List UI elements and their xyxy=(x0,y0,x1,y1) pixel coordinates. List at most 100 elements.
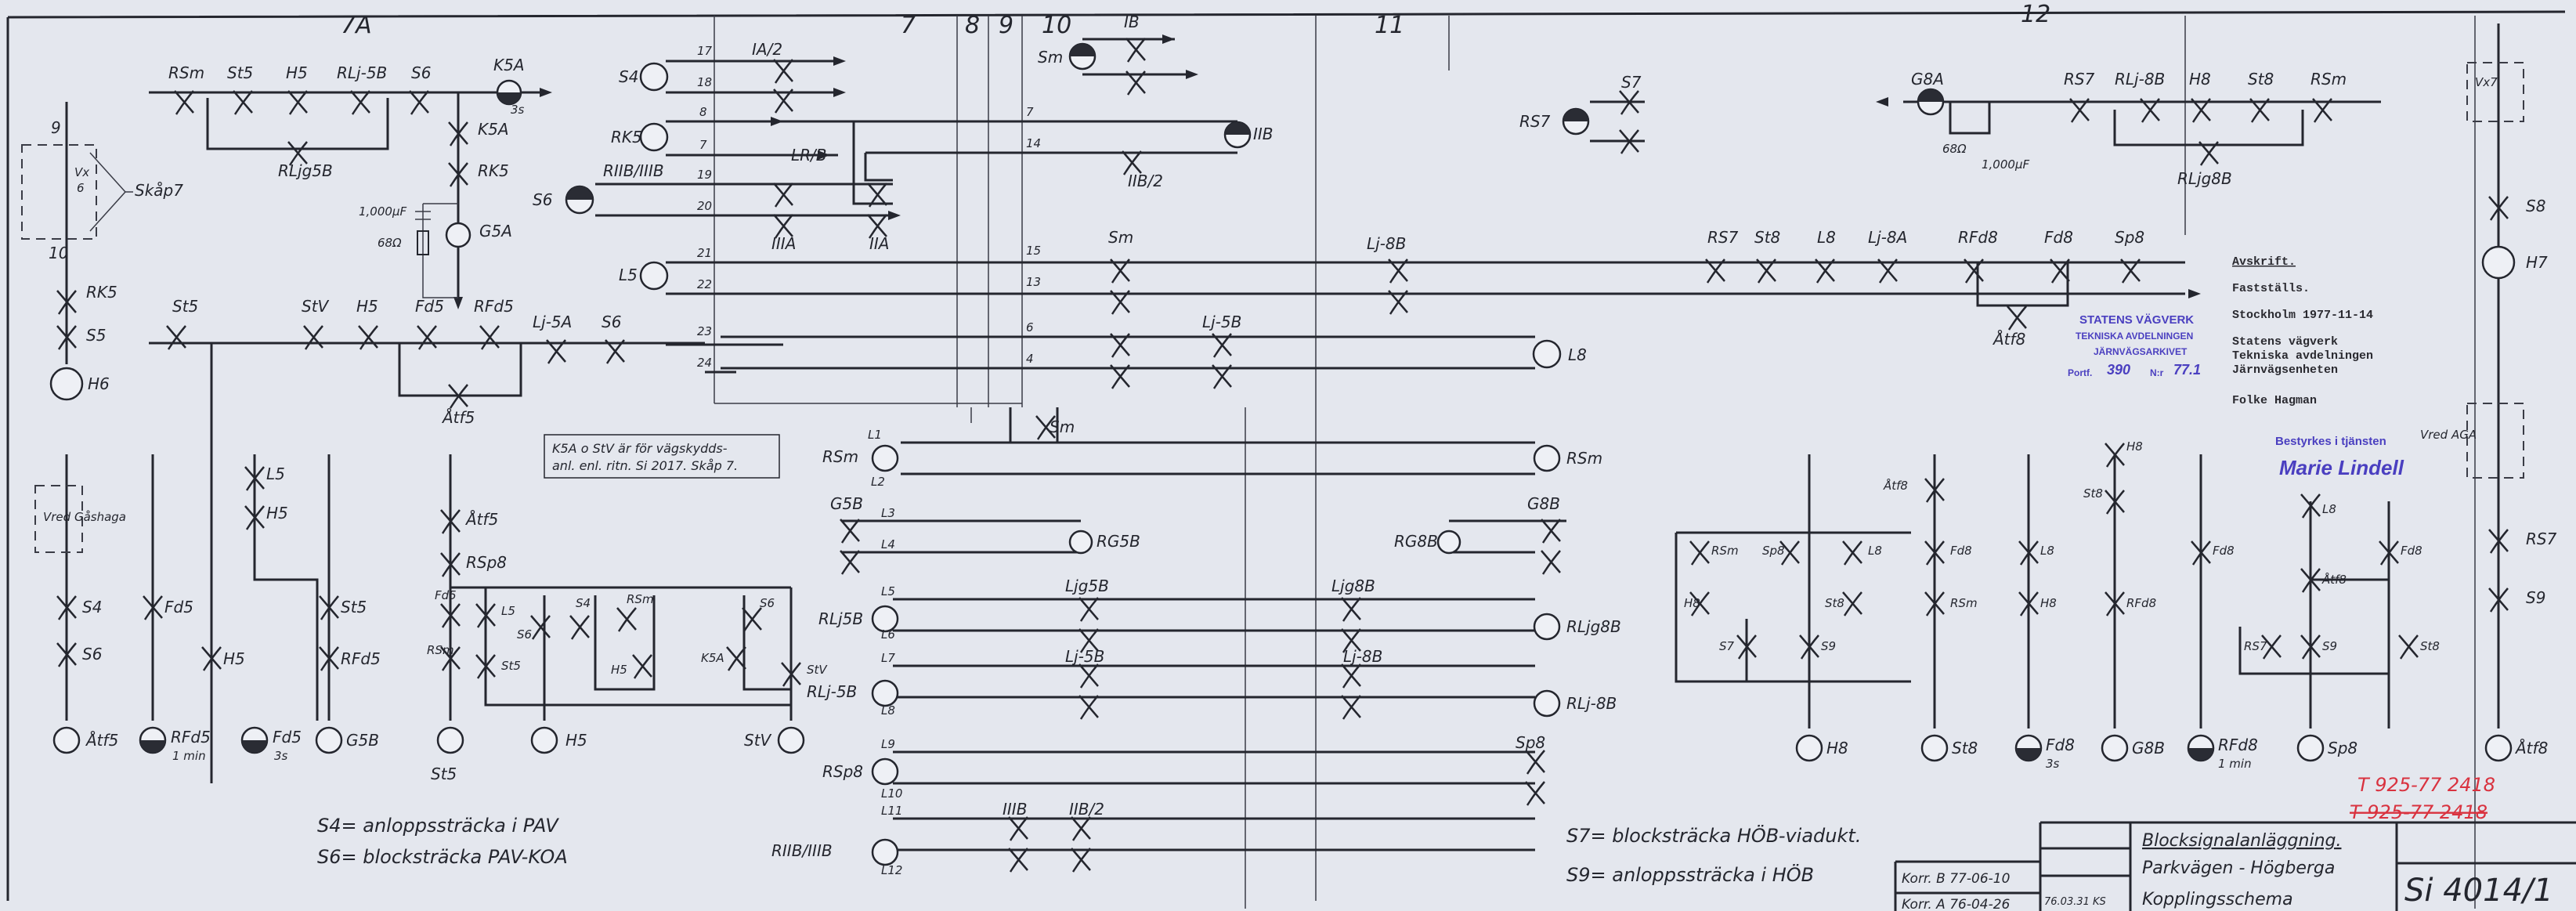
contact-label: Sp8 xyxy=(1762,544,1785,558)
lamp-rs7 xyxy=(1562,107,1590,136)
lamp-label: H5 xyxy=(565,731,587,750)
approval-title: Avskrift. xyxy=(2232,255,2296,269)
lamp-label: Åtf5 xyxy=(85,731,118,750)
contact-label: IIA xyxy=(869,234,889,253)
contact-label: StV xyxy=(302,297,330,316)
contact-label: RSm xyxy=(427,643,454,657)
contact-label: Sm xyxy=(1108,228,1133,247)
stamp-line: STATENS VÄGVERK xyxy=(2079,313,2194,327)
switch-label: Vred AGA xyxy=(2420,428,2477,442)
lamp-g5b xyxy=(315,726,343,754)
lamp-label: L8 xyxy=(1568,345,1587,364)
contact-label: S6 xyxy=(602,313,621,331)
lamp-rsm-right xyxy=(1533,444,1561,472)
contact-label: RIIB/IIIB xyxy=(603,161,664,180)
circuit-lower-right: RSm H8 S7 Sp8 S9 L8 St8 Fd8 RSm Åtf8 L8 … xyxy=(1675,439,2548,771)
lamp-riib-iiib xyxy=(871,838,899,866)
lamp-rljg5b xyxy=(871,605,899,633)
contact-label: S9 xyxy=(1821,639,1836,653)
lamp-sm xyxy=(1068,42,1097,70)
contact-label: Sp8 xyxy=(2115,228,2144,247)
circuit-lower-left: Vred Gåshaga S4 S6 Fd5 H5 L5 H5 St5 RFd5… xyxy=(34,454,828,783)
terminal-label: 6 xyxy=(77,181,85,195)
contact-label: S4 xyxy=(576,596,591,610)
contact-label: RSm xyxy=(168,63,204,82)
note-box: K5A o StV är för vägskydds- anl. enl. ri… xyxy=(544,434,780,479)
contact-label: St8 xyxy=(1825,596,1844,610)
contact-label: Fd5 xyxy=(164,598,193,616)
contact-label: Lj-5B xyxy=(1202,313,1241,331)
registration-number: T 925-77 2418 xyxy=(2357,774,2495,796)
lamp-rljg8b xyxy=(1533,613,1561,641)
lamp-g5a xyxy=(445,222,471,248)
archive-stamp: STATENS VÄGVERK TEKNISKA AVDELNINGEN JÄR… xyxy=(2068,313,2404,479)
stamp-portf: 390 xyxy=(2107,362,2130,378)
contact-label: RFd5 xyxy=(474,297,514,316)
terminal-number: 17 xyxy=(697,44,713,58)
lamp-st5 xyxy=(436,726,464,754)
registration-number: T 925-77 2418 xyxy=(2350,801,2487,823)
lamp-label: L5 xyxy=(619,266,638,284)
contact-label: Lj-8A xyxy=(1868,228,1907,247)
contact-label: H8 xyxy=(2126,439,2143,454)
note-s7: S7= blocksträcka HÖB-viadukt. xyxy=(1566,824,1861,847)
lamp-label: RLj-8B xyxy=(1566,694,1617,713)
terminal-number: 19 xyxy=(697,168,712,182)
lamp-iib xyxy=(1223,121,1252,149)
approval-date: Stockholm 1977-11-14 xyxy=(2232,309,2373,322)
note-s4: S4= anloppssträcka i PAV xyxy=(317,815,559,837)
contact-label: RSp8 xyxy=(466,553,507,572)
contact-label: G5B xyxy=(830,494,863,513)
approval-org: Tekniska avdelningen xyxy=(2232,349,2373,363)
contact-label: L5 xyxy=(266,465,285,483)
terminal-number: 21 xyxy=(697,246,712,260)
contact-label: Sm xyxy=(1050,418,1075,436)
contact-label: IIB/2 xyxy=(1128,172,1163,190)
contact-label: S7 xyxy=(1621,73,1642,92)
contact-label: G8B xyxy=(1527,494,1560,513)
certified-stamp: Bestyrkes i tjänsten xyxy=(2275,435,2386,448)
terminal-number: L12 xyxy=(881,863,902,877)
terminal-number: L5 xyxy=(881,584,895,598)
lamp-label: Fd5 xyxy=(273,728,302,747)
contact-label: RLjg5B xyxy=(278,161,333,180)
lamp-k5a xyxy=(496,79,522,106)
contact-label: IIIB xyxy=(1003,800,1027,819)
drawing-title: Blocksignalanläggning. xyxy=(2142,831,2341,851)
column-11: 11 xyxy=(1375,12,1404,39)
contact-label: Lj-8B xyxy=(1343,647,1382,666)
contact-label: Fd8 xyxy=(2213,544,2235,558)
contact-label: LR/B xyxy=(791,146,827,164)
lamp-label: RIIB/IIIB xyxy=(771,841,833,860)
contact-label: St8 xyxy=(2083,486,2103,501)
note-line: K5A o StV är för vägskydds- xyxy=(552,441,728,456)
column-10: 10 xyxy=(1042,12,1071,39)
lamp-label: IIB xyxy=(1253,125,1274,143)
lamp-rlj-5b xyxy=(871,679,899,707)
terminal-label: Vx xyxy=(74,165,89,179)
contact-label: Åtf8 xyxy=(1992,330,2025,349)
lamp-rfd8 xyxy=(2187,734,2215,762)
terminal-number: L1 xyxy=(868,428,882,442)
circuit-h6: 9 10 Vx 6 Skåp7 RK5 S5 H6 xyxy=(21,102,183,401)
circuit-l-rows: RSm RSm RG5B RG8B RLj5B RLjg8B RLj-5B RL… xyxy=(771,407,1621,877)
terminal-number: 18 xyxy=(697,75,712,89)
contact-label: S6 xyxy=(82,645,102,663)
contact-label: St5 xyxy=(501,659,521,673)
title-block: Korr. B 77-06-10 Korr. A 76-04-26 76.03.… xyxy=(1894,821,2576,911)
contact-label: RSm xyxy=(1711,544,1739,558)
contact-label: Fd5 xyxy=(415,297,444,316)
lamp-note: 1 min xyxy=(172,749,206,763)
contact-label: Åtf8 xyxy=(1883,478,1908,493)
lamp-note: 3s xyxy=(274,749,288,763)
contact-label: St5 xyxy=(227,63,253,82)
contact-label: RLj-8B xyxy=(2115,70,2165,89)
terminal-label: Vx7 xyxy=(2475,75,2498,89)
drawing-number: Si 4014/1 xyxy=(2404,873,2553,909)
contact-label: H5 xyxy=(223,649,245,668)
lamp-rg8b xyxy=(1436,530,1461,555)
terminal-number: 4 xyxy=(1026,352,1034,366)
terminal-number: L11 xyxy=(881,804,902,818)
circuit-k5a: RSm St5 H5 RLj-5B S6 K5A RLjg5B K5A RK5 … xyxy=(149,56,552,309)
